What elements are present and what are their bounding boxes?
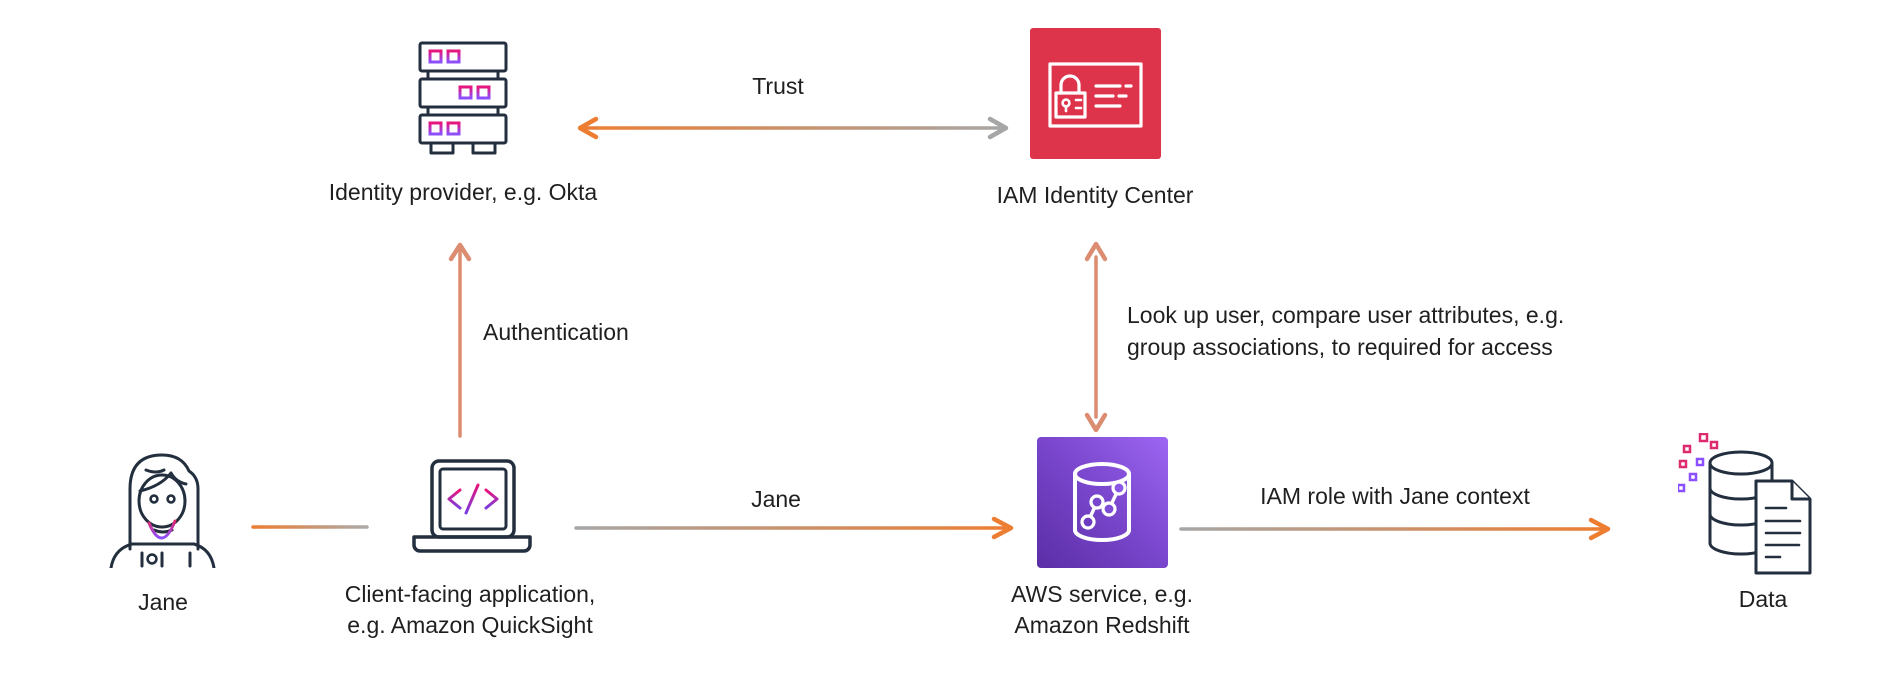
- iam-role-edge-label: IAM role with Jane context: [1260, 483, 1530, 509]
- authentication-arrow: [448, 242, 472, 438]
- person-icon: [109, 453, 216, 568]
- trust-edge-label: Trust: [752, 73, 804, 99]
- aws-service-label: AWS service, e.g. Amazon Redshift: [1011, 581, 1193, 638]
- trust-arrow: [577, 116, 1009, 140]
- lock-id-card-glyph: [1048, 62, 1143, 128]
- analytics-cylinder-glyph: [1073, 462, 1131, 542]
- jane-request-arrow: [574, 516, 1014, 540]
- client-app-label: Client-facing application, e.g. Amazon Q…: [344, 581, 596, 638]
- user-lookup-arrow: [1084, 241, 1108, 433]
- redshift-database-icon: [1037, 437, 1168, 568]
- authentication-edge-label: Authentication: [483, 319, 629, 345]
- jane-edge-label: Jane: [751, 486, 801, 512]
- jane-node-label: Jane: [138, 589, 188, 615]
- user-lookup-edge-label: Look up user, compare user attributes, e…: [1127, 302, 1565, 360]
- server-rack-icon: [418, 41, 508, 155]
- identity-provider-label: Identity provider, e.g. Okta: [328, 179, 598, 205]
- data-label: Data: [1738, 586, 1788, 612]
- data-store-icon: [1678, 433, 1812, 575]
- laptop-code-icon: [412, 459, 532, 553]
- iam-identity-center-label: IAM Identity Center: [996, 182, 1194, 208]
- iam-identity-center-icon: [1030, 28, 1161, 159]
- iam-role-arrow: [1179, 517, 1611, 541]
